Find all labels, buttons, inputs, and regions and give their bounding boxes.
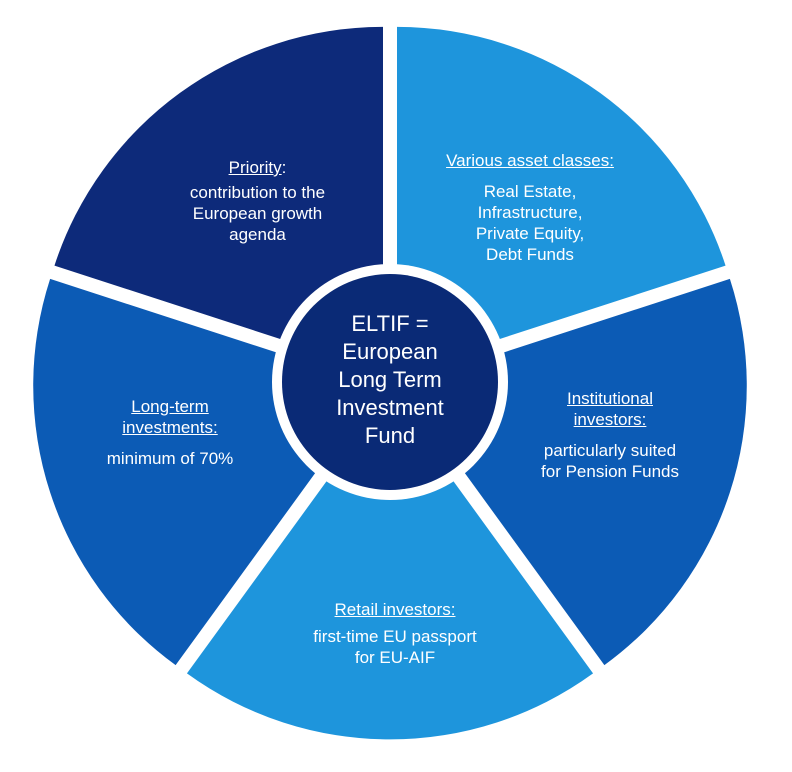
segment-retail — [186, 393, 594, 740]
long-term-label: Long-term investments: minimum of 70% — [70, 396, 270, 469]
retail-heading: Retail investors: — [334, 600, 456, 619]
center-title: ELTIF = European Long Term Investment Fu… — [336, 311, 444, 448]
institutional-heading: Institutional investors: — [567, 389, 653, 429]
center-circle — [282, 274, 498, 490]
asset-classes-body: Real Estate, Infrastructure, Private Equ… — [475, 182, 585, 264]
priority-body: contribution to the European growth agen… — [189, 183, 326, 244]
asset-classes-heading: Various asset classes: — [446, 151, 614, 170]
institutional-label: Institutional investors: particularly su… — [510, 388, 710, 482]
segment-priority — [54, 26, 383, 373]
priority-heading-colon: : — [281, 158, 287, 177]
priority-heading: Priority — [228, 158, 282, 177]
long-term-body: minimum of 70% — [106, 449, 234, 468]
long-term-heading: Long-term investments: — [122, 397, 218, 437]
retail-label: Retail investors: first-time EU passport… — [270, 599, 520, 668]
institutional-body: particularly suited for Pension Funds — [541, 441, 679, 481]
segment-asset-classes — [397, 26, 726, 373]
retail-body: first-time EU passport for EU-AIF — [313, 627, 477, 667]
asset-classes-label: Various asset classes: Real Estate, Infr… — [410, 150, 650, 265]
priority-label: Priority: contribution to the European g… — [150, 157, 365, 245]
